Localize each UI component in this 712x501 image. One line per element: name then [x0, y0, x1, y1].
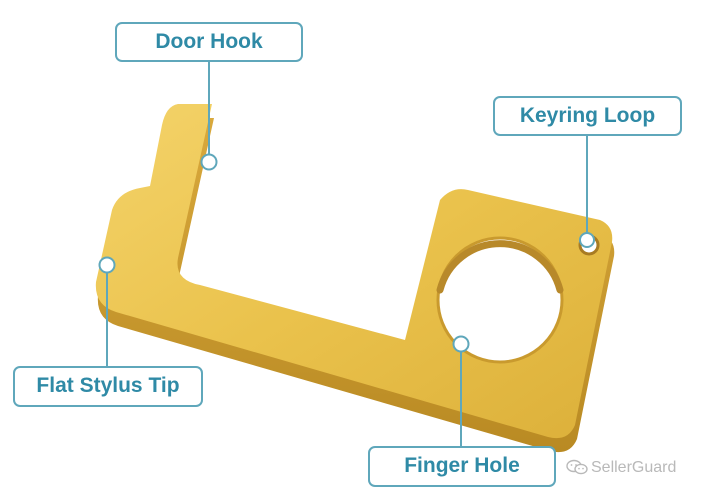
finger-hole [436, 236, 564, 364]
marker-door-hook [200, 153, 218, 171]
watermark: SellerGuard [566, 459, 676, 477]
label-finger-hole: Finger Hole [368, 446, 556, 487]
label-keyring-loop: Keyring Loop [493, 96, 682, 136]
watermark-text: SellerGuard [591, 459, 677, 476]
marker-finger-hole [452, 335, 470, 353]
finger-hole-inner-wall [436, 240, 564, 294]
tool-face [95, 104, 613, 439]
marker-flat-stylus-tip [98, 256, 116, 274]
marker-keyring-loop [579, 232, 595, 248]
label-flat-stylus-tip: Flat Stylus Tip [13, 366, 203, 407]
label-door-hook: Door Hook [115, 22, 303, 62]
wechat-icon [566, 459, 588, 475]
